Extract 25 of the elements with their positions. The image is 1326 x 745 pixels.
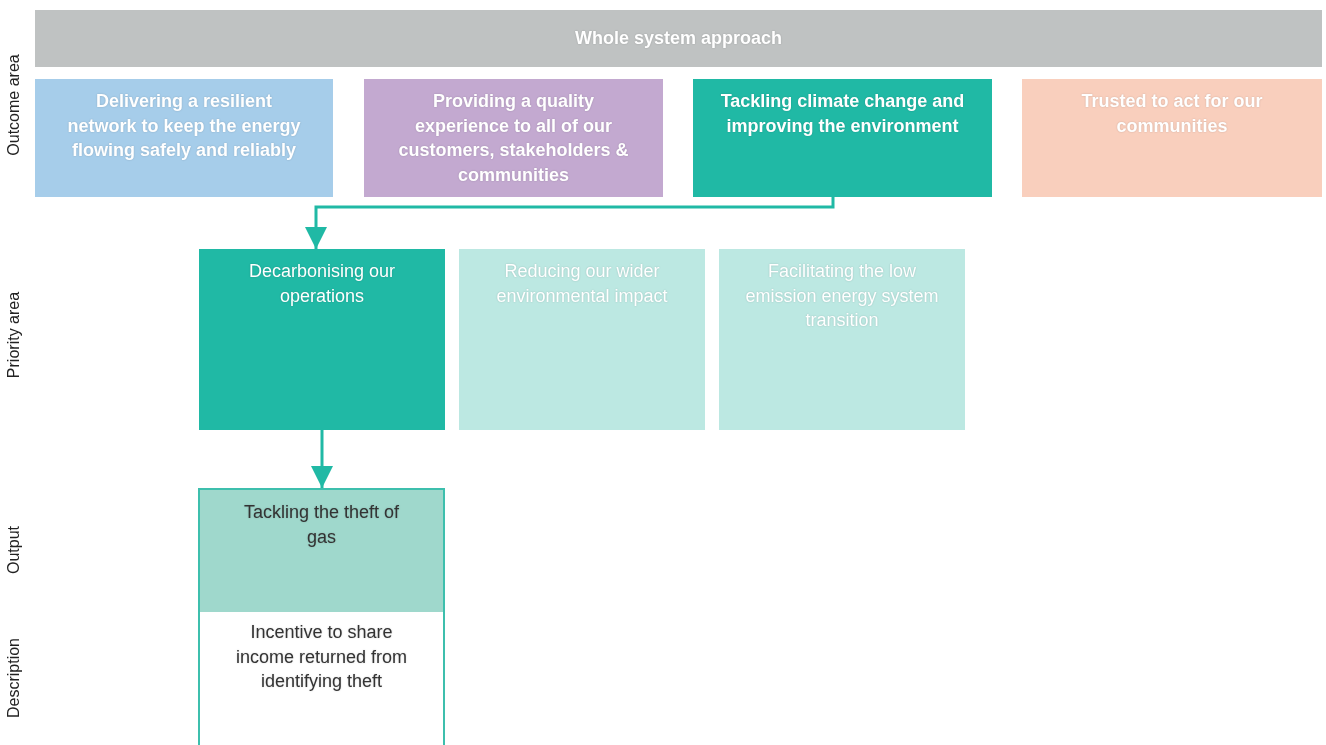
row-label: Description: [5, 638, 23, 718]
row-label: Outcome area: [5, 54, 23, 156]
node-text: Reducing our wider environmental impact: [495, 260, 669, 308]
area-box: [199, 249, 445, 430]
arrow: [305, 197, 835, 249]
node-text: Whole system approach: [574, 27, 783, 51]
area-box: [693, 79, 992, 197]
area-box: [459, 249, 705, 430]
arrow: [311, 430, 333, 488]
node-text: Tackling climate change and improving the environment: [719, 90, 966, 138]
area-box: [719, 249, 965, 430]
node-text: Facilitating the low emission energy system transition: [744, 260, 940, 332]
node-text: Delivering a resilient network to keep the energy flowing safely and reliably: [66, 90, 302, 162]
heading-band: [35, 10, 1322, 67]
output-box: [198, 488, 445, 745]
area-box: [364, 79, 663, 197]
node-text: Providing a quality experience to all of our customers, stakeholders & communities: [397, 90, 630, 187]
row-label: Output: [5, 526, 23, 574]
node-text: Decarbonising our operations: [247, 260, 397, 308]
node-text: Trusted to act for our communities: [1080, 90, 1264, 138]
area-box: [1022, 79, 1322, 197]
area-box: [35, 79, 333, 197]
node-text: Incentive to share income returned from identifying theft: [234, 621, 409, 693]
node-text: Tackling the theft of gas: [242, 501, 401, 549]
row-label: Priority area: [5, 291, 23, 379]
